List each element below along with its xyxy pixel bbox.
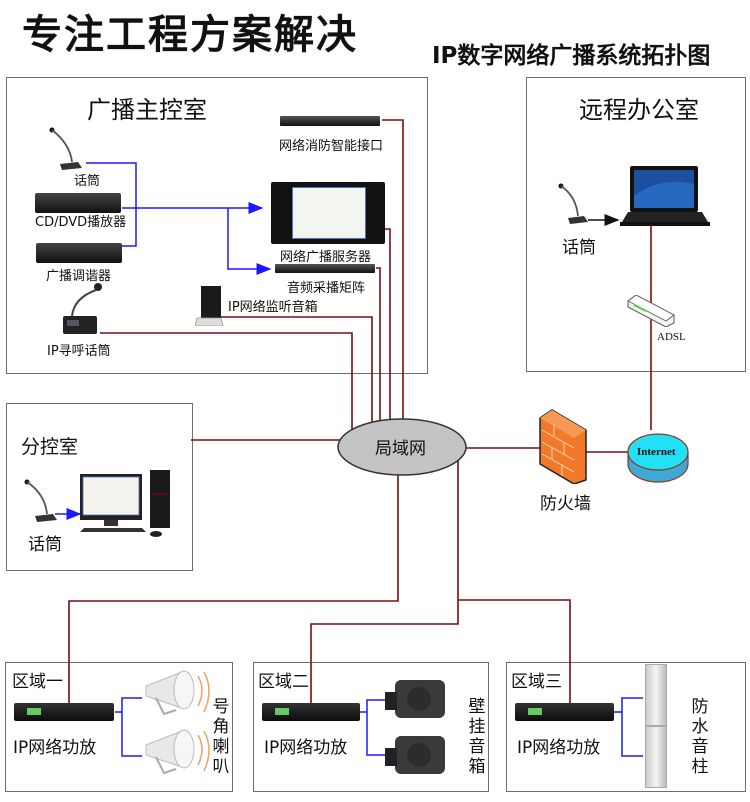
monitor-speaker-icon: [195, 286, 224, 326]
internet-label: Internet: [637, 446, 676, 458]
sub-microphone-label: 话筒: [28, 535, 62, 555]
matrix-label: 音频采播矩阵: [287, 281, 366, 296]
zone-1-title: 区域一: [12, 672, 63, 692]
zone-3: 区域三: [506, 662, 746, 792]
lan-label: 局域网: [375, 439, 426, 459]
microphone-label: 话筒: [74, 174, 101, 189]
audio-matrix-device: [275, 264, 375, 273]
zone-1-speaker-label: 号角喇叭: [212, 697, 230, 777]
adsl-label: ADSL: [657, 331, 686, 343]
monitor-speaker-label: IP网络监听音箱: [228, 300, 318, 315]
microphone-icon: [49, 127, 82, 170]
zone-3-title: 区域三: [511, 672, 562, 692]
adsl-modem-icon: [627, 295, 675, 327]
column-speaker-icon: [645, 664, 667, 726]
zone-2-amp-label: IP网络功放: [264, 738, 348, 758]
column-speaker-icon: [645, 726, 667, 788]
horn-speaker-icon: [145, 729, 210, 775]
lan-cloud: [337, 418, 467, 476]
tuner-device: [36, 243, 122, 263]
zone-3-amplifier: [515, 703, 614, 721]
remote-office-title: 远程办公室: [579, 96, 699, 124]
firewall-icon: [539, 409, 587, 484]
diagram-subtitle: IP数字网络广播系统拓扑图: [432, 43, 711, 69]
zone-3-speaker-label: 防水音柱: [691, 697, 709, 777]
ip-paging-mic-icon: [63, 283, 102, 334]
wall-speaker-icon: [385, 736, 445, 774]
laptop-icon: [620, 166, 710, 226]
main-room-title: 广播主控室: [87, 96, 207, 124]
firewall-label: 防火墙: [540, 494, 591, 514]
cd-dvd-label: CD/DVD播放器: [35, 215, 127, 230]
zone-1-amplifier: [14, 703, 114, 721]
ip-paging-mic-label: IP寻呼话筒: [47, 344, 111, 359]
zone-2: 区域二: [253, 662, 489, 792]
sub-control-title: 分控室: [21, 436, 79, 458]
amp-display: [275, 708, 289, 715]
remote-microphone-icon: [558, 183, 588, 224]
sub-microphone-icon: [24, 479, 57, 522]
desktop-computer-icon: [80, 470, 170, 537]
zone-1-amp-label: IP网络功放: [13, 738, 97, 758]
zone-2-amplifier: [262, 703, 360, 721]
zone-3-amp-label: IP网络功放: [517, 738, 601, 758]
wall-speaker-icon: [385, 680, 445, 718]
broadcast-server-device: [271, 182, 385, 244]
remote-microphone-label: 话筒: [562, 238, 596, 258]
server-screen: [292, 187, 366, 239]
tuner-label: 广播调谐器: [46, 269, 112, 284]
page-title: 专注工程方案解决: [22, 12, 358, 58]
zone-2-title: 区域二: [258, 672, 309, 692]
amp-display: [528, 708, 542, 715]
server-label: 网络广播服务器: [280, 250, 372, 265]
fire-interface-label: 网络消防智能接口: [279, 139, 384, 154]
amp-display: [27, 708, 41, 715]
zone-2-speaker-label: 壁挂音箱: [468, 697, 486, 777]
cd-dvd-player-device: [35, 193, 121, 213]
fire-interface-device: [280, 116, 380, 126]
horn-speaker-icon: [145, 670, 210, 716]
internet-cylinder-icon: [627, 433, 689, 483]
